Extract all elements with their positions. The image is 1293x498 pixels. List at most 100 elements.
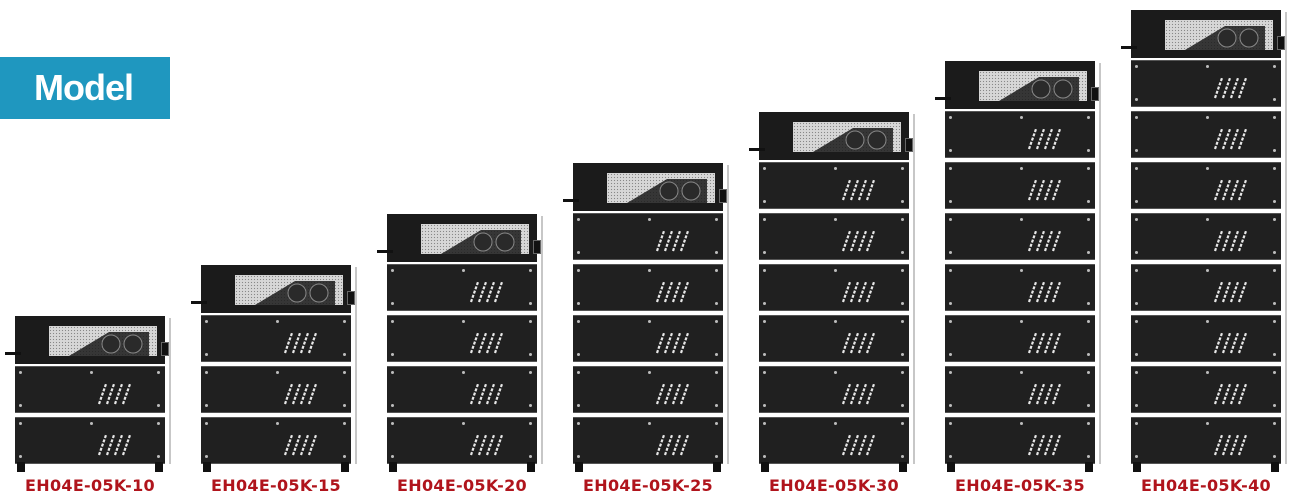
- vent-icon: [841, 434, 877, 456]
- screw-icon: [715, 404, 718, 407]
- screw-icon: [834, 422, 837, 425]
- screw-icon: [1273, 149, 1276, 152]
- power-switch-icon: [347, 291, 355, 305]
- screw-icon: [648, 218, 651, 221]
- screw-icon: [715, 218, 718, 221]
- screw-icon: [949, 218, 952, 221]
- battery-module: [573, 366, 723, 413]
- screw-icon: [1087, 116, 1090, 119]
- screw-icon: [1206, 320, 1209, 323]
- screw-icon: [1020, 167, 1023, 170]
- screw-icon: [834, 167, 837, 170]
- battery-module: [573, 417, 723, 464]
- screw-icon: [1135, 302, 1138, 305]
- battery-module: [201, 315, 351, 362]
- side-handle: [191, 301, 207, 304]
- screw-icon: [276, 371, 279, 374]
- screw-icon: [834, 320, 837, 323]
- battery-module: [759, 417, 909, 464]
- foot: [203, 462, 211, 472]
- fan-window: [421, 224, 529, 254]
- screw-icon: [949, 302, 952, 305]
- screw-icon: [1087, 320, 1090, 323]
- screw-icon: [1206, 167, 1209, 170]
- screw-icon: [577, 269, 580, 272]
- vent-icon: [841, 281, 877, 303]
- fan-window: [49, 326, 157, 356]
- fan-window: [607, 173, 715, 203]
- controller-head: [935, 61, 1099, 109]
- screw-icon: [1087, 149, 1090, 152]
- model-label: EH04E-05K-10: [25, 476, 155, 495]
- screw-icon: [834, 371, 837, 374]
- screw-icon: [715, 371, 718, 374]
- fan-window: [793, 122, 901, 152]
- battery-module: [1131, 315, 1281, 362]
- side-rail: [355, 267, 357, 464]
- battery-module: [387, 417, 537, 464]
- screw-icon: [763, 320, 766, 323]
- battery-module: [573, 213, 723, 260]
- screw-icon: [1135, 422, 1138, 425]
- vent-icon: [1027, 179, 1063, 201]
- screw-icon: [343, 404, 346, 407]
- screw-icon: [529, 269, 532, 272]
- screw-icon: [343, 455, 346, 458]
- vent-icon: [97, 434, 133, 456]
- foot: [527, 462, 535, 472]
- screw-icon: [577, 455, 580, 458]
- screw-icon: [529, 422, 532, 425]
- screw-icon: [343, 320, 346, 323]
- model-label: EH04E-05K-15: [211, 476, 341, 495]
- battery-module: [1131, 417, 1281, 464]
- screw-icon: [577, 302, 580, 305]
- screw-icon: [1135, 98, 1138, 101]
- screw-icon: [715, 320, 718, 323]
- screw-icon: [529, 320, 532, 323]
- screw-icon: [577, 320, 580, 323]
- vent-icon: [469, 434, 505, 456]
- screw-icon: [949, 251, 952, 254]
- screw-icon: [715, 269, 718, 272]
- controller-head: [749, 112, 913, 160]
- screw-icon: [1087, 371, 1090, 374]
- screw-icon: [205, 371, 208, 374]
- battery-module: [945, 213, 1095, 260]
- screw-icon: [949, 404, 952, 407]
- screw-icon: [343, 353, 346, 356]
- battery-module: [945, 162, 1095, 209]
- battery-module: [15, 366, 165, 413]
- screw-icon: [901, 404, 904, 407]
- screw-icon: [763, 404, 766, 407]
- screw-icon: [949, 200, 952, 203]
- screw-icon: [462, 320, 465, 323]
- screw-icon: [1087, 404, 1090, 407]
- battery-module: [759, 213, 909, 260]
- battery-module: [945, 111, 1095, 158]
- screw-icon: [763, 269, 766, 272]
- screw-icon: [1206, 116, 1209, 119]
- screw-icon: [1087, 353, 1090, 356]
- screw-icon: [1135, 218, 1138, 221]
- screw-icon: [949, 269, 952, 272]
- screw-icon: [1020, 269, 1023, 272]
- model-label: EH04E-05K-40: [1141, 476, 1271, 495]
- vent-icon: [283, 332, 319, 354]
- screw-icon: [1087, 422, 1090, 425]
- screw-icon: [1087, 455, 1090, 458]
- screw-icon: [205, 422, 208, 425]
- screw-icon: [763, 371, 766, 374]
- controller-head: [377, 214, 541, 262]
- battery-module: [945, 366, 1095, 413]
- vent-icon: [1213, 230, 1249, 252]
- screw-icon: [715, 353, 718, 356]
- screw-icon: [529, 404, 532, 407]
- battery-module: [759, 366, 909, 413]
- battery-module: [201, 417, 351, 464]
- screw-icon: [1135, 116, 1138, 119]
- screw-icon: [1206, 269, 1209, 272]
- screw-icon: [391, 404, 394, 407]
- screw-icon: [763, 200, 766, 203]
- side-handle: [5, 352, 21, 355]
- vent-icon: [1213, 332, 1249, 354]
